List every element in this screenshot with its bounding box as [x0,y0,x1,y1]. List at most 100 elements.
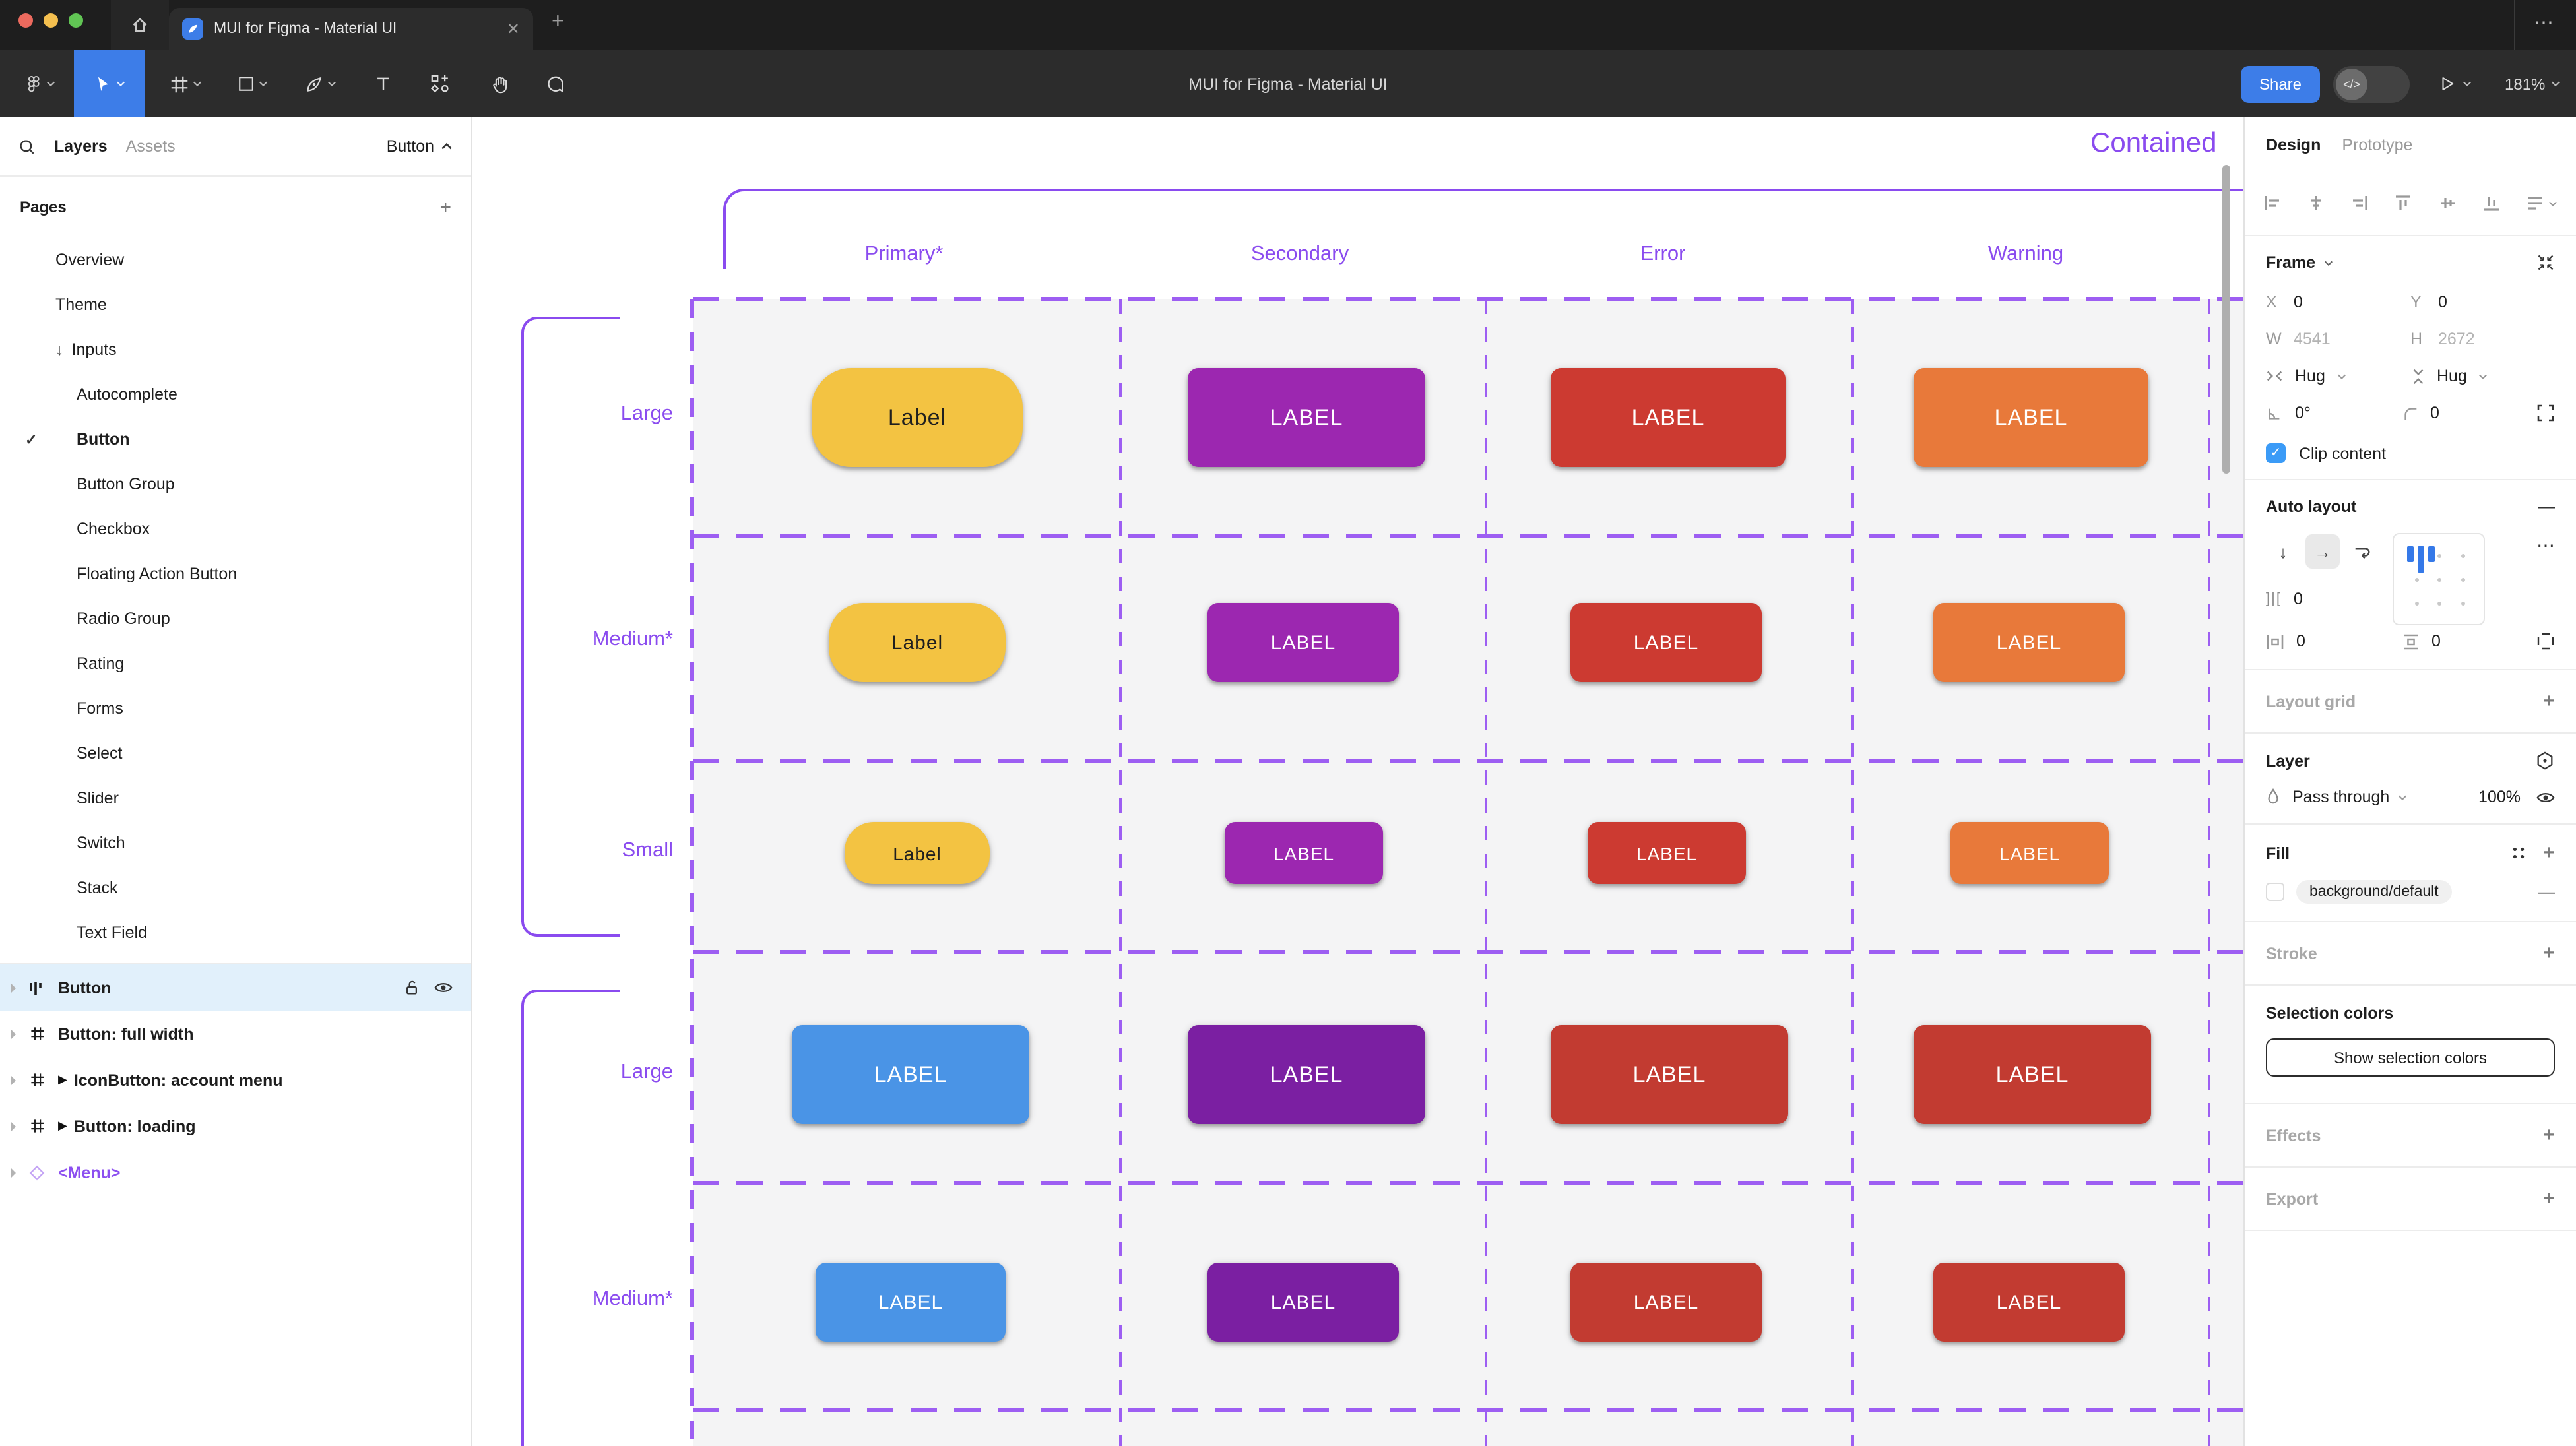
horizontal-sizing-dropdown[interactable]: Hug [2266,367,2410,385]
present-button[interactable] [2439,50,2472,117]
button-large-error[interactable]: LABEL [1551,368,1786,467]
align-bottom-icon[interactable] [2482,194,2501,212]
sidebar-page-inputs[interactable]: ↓Inputs [55,340,117,359]
auto-layout-wrap-button[interactable] [2345,534,2379,569]
expand-chevron-icon[interactable] [11,1075,16,1085]
sidebar-page-switch[interactable]: Switch [77,834,125,852]
new-tab-button[interactable]: + [552,11,564,33]
close-tab-icon[interactable]: ✕ [506,20,520,38]
main-menu-button[interactable] [16,50,63,117]
sidebar-page-stack[interactable]: Stack [77,879,118,897]
align-top-icon[interactable] [2395,194,2413,212]
tab-design[interactable]: Design [2266,135,2321,154]
button-large2-primary[interactable]: LABEL [792,1025,1029,1124]
comment-tool-button[interactable] [536,50,575,117]
hand-tool-button[interactable] [480,50,520,117]
button-medium-secondary[interactable]: LABEL [1208,603,1399,682]
button-medium2-warning[interactable]: LABEL [1933,1263,2125,1342]
button-medium2-primary[interactable]: LABEL [816,1263,1006,1342]
frame-tool-button[interactable] [158,50,214,117]
blend-mode-dropdown[interactable]: Pass through [2292,788,2390,806]
show-selection-colors-button[interactable]: Show selection colors [2266,1038,2555,1077]
vertical-padding-field[interactable]: 0 [2401,632,2536,650]
auto-layout-vertical-button[interactable]: ↓ [2278,542,2288,561]
rotation-field[interactable]: 0° [2266,404,2401,422]
sidebar-page-button-group[interactable]: Button Group [77,475,175,493]
sidebar-page-button[interactable]: ✓Button [25,430,130,449]
unlock-icon[interactable] [404,979,420,996]
remove-auto-layout-button[interactable]: — [2538,497,2555,516]
fill-style-token[interactable]: background/default [2296,880,2452,904]
styles-icon[interactable] [2510,844,2527,862]
sidebar-page-text-field[interactable]: Text Field [77,924,147,942]
button-medium2-error[interactable]: LABEL [1570,1263,1762,1342]
button-small-primary[interactable]: Label [845,822,990,884]
layer-row-button[interactable]: Button [0,964,471,1011]
tab-prototype[interactable]: Prototype [2342,135,2413,154]
layer-opacity-field[interactable]: 100% [2478,788,2521,806]
align-left-icon[interactable] [2263,194,2282,212]
individual-padding-icon[interactable] [2536,632,2555,650]
eye-icon[interactable] [2536,790,2555,804]
window-more-icon[interactable]: ⋯ [2534,12,2555,34]
shape-tool-button[interactable] [224,50,280,117]
sidebar-page-floating-action-button[interactable]: Floating Action Button [77,565,238,583]
minimize-window-button[interactable] [44,13,58,28]
sidebar-page-radio-group[interactable]: Radio Group [77,610,170,628]
resize-to-fit-icon[interactable] [2536,253,2555,272]
remove-fill-button[interactable]: — [2538,883,2555,901]
add-export-button[interactable]: + [2543,1187,2555,1210]
expand-chevron-icon[interactable] [11,982,16,993]
add-layout-grid-button[interactable]: + [2543,690,2555,712]
text-tool-button[interactable] [364,50,401,117]
add-page-button[interactable]: + [439,196,451,218]
button-small-secondary[interactable]: LABEL [1225,822,1383,884]
button-medium2-secondary[interactable]: LABEL [1208,1263,1399,1342]
layer-row-button-loading[interactable]: ▶ Button: loading [0,1103,471,1149]
search-icon[interactable] [18,138,36,155]
resources-tool-button[interactable] [420,50,459,117]
blend-mode-icon[interactable] [2535,751,2555,770]
button-small-warning[interactable]: LABEL [1950,822,2109,884]
sidebar-page-rating[interactable]: Rating [77,654,125,673]
sidebar-page-theme[interactable]: Theme [55,296,107,314]
align-vertical-center-icon[interactable] [2438,194,2457,212]
button-large2-secondary[interactable]: LABEL [1188,1025,1425,1124]
frame-section-title[interactable]: Frame [2266,253,2316,272]
button-medium-primary[interactable]: Label [829,603,1006,682]
button-large-primary[interactable]: Label [812,368,1023,467]
page-selector[interactable]: Button [387,137,453,156]
eye-icon[interactable] [434,980,453,995]
auto-layout-alignment-widget[interactable] [2393,533,2485,625]
add-effect-button[interactable]: + [2543,1124,2555,1147]
independent-corners-icon[interactable] [2536,404,2555,422]
expand-chevron-icon[interactable] [11,1028,16,1039]
button-medium-error[interactable]: LABEL [1570,603,1762,682]
canvas-scrollbar[interactable] [2222,165,2230,474]
layer-row-menu-instance[interactable]: <Menu> [0,1149,471,1195]
button-large2-warning[interactable]: LABEL [1914,1025,2151,1124]
align-horizontal-center-icon[interactable] [2307,194,2325,212]
sidebar-page-forms[interactable]: Forms [77,699,123,718]
add-fill-button[interactable]: + [2543,842,2555,864]
home-button[interactable] [111,0,169,50]
share-button[interactable]: Share [2241,66,2320,103]
fill-color-swatch[interactable] [2266,883,2284,901]
button-large2-error[interactable]: LABEL [1551,1025,1788,1124]
sidebar-page-checkbox[interactable]: Checkbox [77,520,150,538]
close-window-button[interactable] [18,13,33,28]
tab-assets[interactable]: Assets [125,137,176,156]
horizontal-padding-field[interactable]: 0 [2266,632,2401,650]
pen-tool-button[interactable] [293,50,348,117]
sidebar-page-slider[interactable]: Slider [77,789,119,807]
zoom-menu[interactable]: 181% [2505,50,2560,117]
clip-content-checkbox[interactable]: ✓ [2266,443,2286,463]
sidebar-page-overview[interactable]: Overview [55,251,125,269]
tab-layers[interactable]: Layers [54,137,108,156]
auto-layout-horizontal-button[interactable]: → [2305,534,2340,569]
expand-chevron-icon[interactable] [11,1121,16,1131]
sidebar-page-autocomplete[interactable]: Autocomplete [77,385,177,404]
